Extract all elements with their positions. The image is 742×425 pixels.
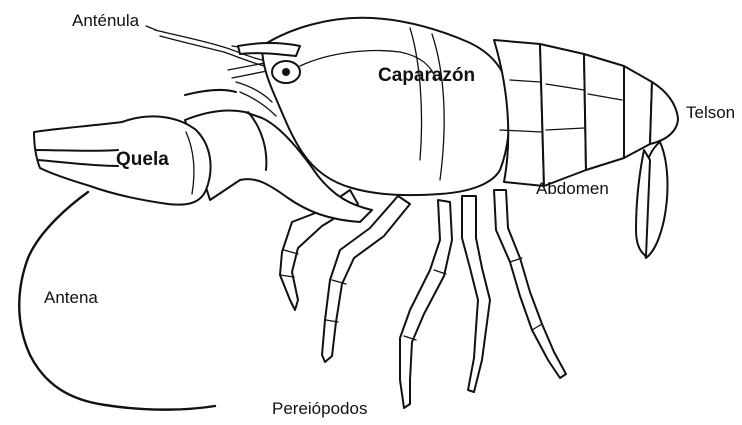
label-antena: Antena (44, 289, 98, 306)
rostrum (238, 43, 300, 56)
pereiopods (280, 190, 566, 408)
eye-pupil (282, 68, 290, 76)
label-antenula: Anténula (72, 12, 139, 29)
antenula-leader (146, 26, 156, 30)
label-telson: Telson (686, 104, 735, 121)
label-pereiopodos: Pereiópodos (272, 400, 367, 417)
label-quela: Quela (116, 150, 169, 169)
label-abdomen: Abdomen (536, 180, 609, 197)
label-caparazon: Caparazón (378, 66, 475, 85)
